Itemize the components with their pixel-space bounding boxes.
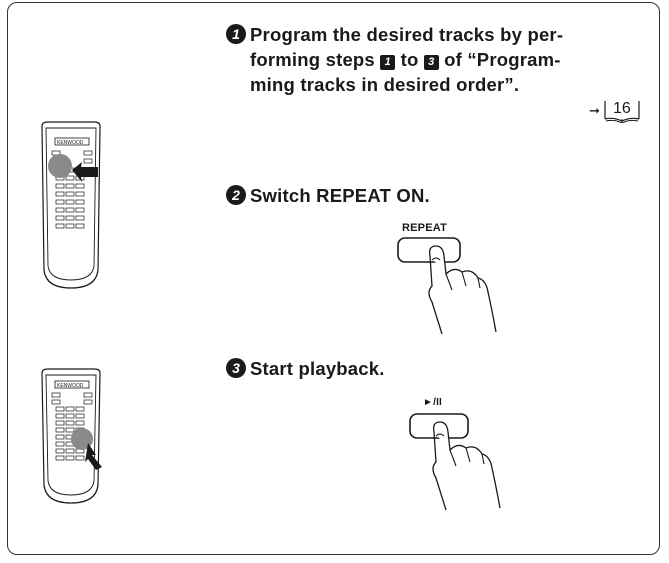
highlighted-button-marker bbox=[48, 154, 72, 178]
book-icon: 16 bbox=[603, 99, 641, 123]
remote-control-illustration-2: KENWOOD bbox=[36, 367, 106, 512]
repeat-button bbox=[397, 237, 461, 263]
step-1-text-part: forming steps bbox=[250, 49, 381, 70]
step-ref-box-1: 1 bbox=[380, 55, 396, 70]
remote-control-illustration-1: KENWOOD bbox=[36, 120, 106, 295]
play-pause-button-label: ►/II bbox=[423, 397, 443, 408]
step-number-1: 1 bbox=[226, 24, 246, 44]
step-number-3: 3 bbox=[226, 358, 246, 378]
instruction-panel bbox=[7, 2, 660, 555]
play-pause-button-hand-illustration bbox=[404, 412, 524, 517]
arrow-right-icon: ➞ bbox=[589, 103, 600, 118]
step-ref-box-3: 3 bbox=[423, 55, 439, 70]
pointer-arrow-icon bbox=[72, 162, 98, 182]
pointer-arrow-icon bbox=[85, 443, 102, 470]
step-1-line-3: ming tracks in desired order”. bbox=[250, 74, 520, 95]
step-1-text-part: to bbox=[395, 49, 424, 70]
step-number-2: 2 bbox=[226, 185, 246, 205]
step-1-line-1: Program the desired tracks by per- bbox=[250, 24, 564, 45]
step-1: 1 Program the desired tracks by per- for… bbox=[226, 22, 563, 97]
step-3-text: Start playback. bbox=[250, 358, 385, 379]
page-reference: ➞ 16 bbox=[589, 99, 641, 123]
page-number: 16 bbox=[613, 100, 631, 117]
step-1-text-part: of “Program- bbox=[438, 49, 561, 70]
step-1-text: Program the desired tracks by per- formi… bbox=[250, 22, 563, 97]
repeat-button-label: REPEAT bbox=[402, 222, 448, 234]
step-2-text: Switch REPEAT ON. bbox=[250, 185, 430, 206]
step-1-line-2: forming steps 1 to 3 of “Program- bbox=[250, 47, 563, 72]
remote-brand-logo: KENWOOD bbox=[57, 140, 84, 146]
remote-brand-logo: KENWOOD bbox=[57, 383, 84, 389]
repeat-button-hand-illustration bbox=[392, 236, 512, 341]
step-3: 3 Start playback. bbox=[226, 356, 385, 381]
step-2: 2 Switch REPEAT ON. bbox=[226, 183, 430, 208]
highlighted-button-marker bbox=[71, 428, 93, 450]
